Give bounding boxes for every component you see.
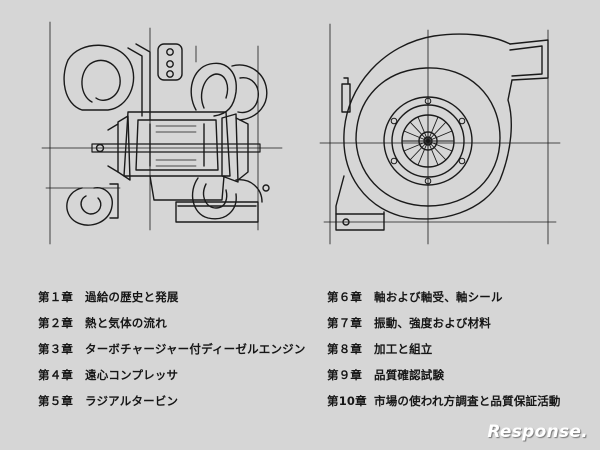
- chapter-number: 第８章: [327, 342, 363, 356]
- chapter-title: 遠心コンプレッサ: [85, 368, 179, 382]
- flange: [157, 43, 183, 81]
- chapter-number: 第９章: [327, 368, 363, 382]
- toc-column-left: 第１章過給の歴史と発展 第２章熱と気体の流れ 第３章ターボチャージャー付ディーゼ…: [38, 284, 306, 414]
- chapter-4: 第４章遠心コンプレッサ: [38, 362, 306, 388]
- chapter-title: 品質確認試験: [374, 368, 445, 382]
- chapter-title: ラジアルタービン: [85, 394, 179, 408]
- chapter-title: 過給の歴史と発展: [85, 290, 179, 304]
- end-view: [319, 23, 561, 245]
- chapter-2: 第２章熱と気体の流れ: [38, 310, 306, 336]
- chapter-number: 第６章: [327, 290, 363, 304]
- chapter-number: 第３章: [38, 342, 74, 356]
- chapter-title: 軸および軸受、軸シール: [374, 290, 503, 304]
- chapter-9: 第９章品質確認試験: [327, 362, 561, 388]
- chapter-number: 第10章: [327, 394, 367, 408]
- chapter-number: 第７章: [327, 316, 363, 330]
- chapter-10: 第10章市場の使われ方調査と品質保証活動: [327, 388, 561, 414]
- chapter-title: 市場の使われ方調査と品質保証活動: [374, 394, 561, 408]
- bolt-holes: [390, 97, 466, 185]
- chapter-number: 第４章: [38, 368, 74, 382]
- chapter-3: 第３章ターボチャージャー付ディーゼルエンジン: [38, 336, 306, 362]
- table-of-contents: 第１章過給の歴史と発展 第２章熱と気体の流れ 第３章ターボチャージャー付ディーゼ…: [0, 284, 600, 414]
- chapter-number: 第５章: [38, 394, 74, 408]
- chapter-8: 第８章加工と組立: [327, 336, 561, 362]
- chapter-7: 第７章振動、強度および材料: [327, 310, 561, 336]
- chapter-title: ターボチャージャー付ディーゼルエンジン: [85, 342, 306, 356]
- chapter-title: 熱と気体の流れ: [85, 316, 167, 330]
- toc-column-right: 第６章軸および軸受、軸シール 第７章振動、強度および材料 第８章加工と組立 第９…: [327, 284, 561, 414]
- chapter-title: 加工と組立: [374, 342, 433, 356]
- turbocharger-diagram: [41, 21, 561, 245]
- chapter-5: 第５章ラジアルタービン: [38, 388, 306, 414]
- chapter-number: 第２章: [38, 316, 74, 330]
- chapter-title: 振動、強度および材料: [374, 316, 491, 330]
- cross-section-view: [41, 21, 283, 245]
- chapter-6: 第６章軸および軸受、軸シール: [327, 284, 561, 310]
- chapter-1: 第１章過給の歴史と発展: [38, 284, 306, 310]
- response-watermark: Response.: [487, 422, 588, 442]
- chapter-number: 第１章: [38, 290, 74, 304]
